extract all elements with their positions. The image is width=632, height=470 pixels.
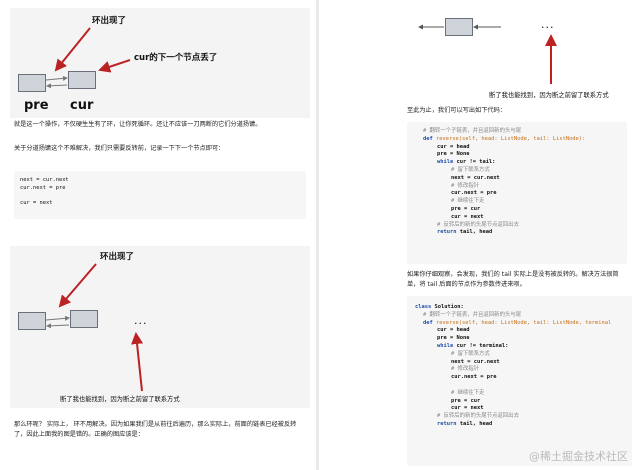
code-line: cur != terminal: [453, 342, 509, 349]
diagram2-arrows [45, 263, 144, 392]
paragraph-1: 就是这一个操作，不仅硬生生有了环，让你死循环。还让不应该一刀两断的它们分道扬镳。 [14, 121, 262, 128]
code-line: pre = None [437, 151, 470, 158]
code-line: cur != tail: [453, 159, 496, 166]
code-block-3: class Solution: # 翻转一个子链表，并且返回新的头与尾 def … [407, 296, 632, 466]
code-keyword: while [437, 159, 454, 166]
label-loop-appears: 环出现了 [92, 16, 127, 26]
code-comment: # 留下联系方式 [451, 166, 490, 173]
left-page: 环出现了 cur的下一个节点丢了 pre cur 就是这一个操作，不仅硬生生有了… [0, 0, 316, 470]
node-a [18, 312, 46, 330]
code-line: tail, head [456, 229, 493, 236]
code-line: next = cur.next [20, 177, 69, 183]
code-line: cur.next = pre [451, 190, 497, 197]
code-comment: # 翻转一个子链表，并且返回新的头与尾 [423, 128, 522, 134]
code-comment: # 修改指针 [451, 366, 480, 373]
code-block-2: # 翻转一个子链表，并且返回新的头与尾 def reverse(self, he… [407, 122, 627, 264]
code-line: pre = None [437, 335, 470, 342]
code-line: cur = next [451, 405, 484, 412]
code-comment: # 反转后的新的头尾节点返回出去 [437, 221, 519, 228]
code-block-1: next = cur.next cur.next = pre cur = nex… [14, 171, 306, 219]
ellipsis-nodes: ... [134, 314, 148, 327]
code-keyword: class [415, 304, 432, 310]
code-comment: # 修改指针 [451, 182, 480, 189]
label-next-lost: cur的下一个节点丢了 [134, 53, 218, 63]
node-reversed-b [445, 18, 473, 36]
paragraph-3: 那么环呢？ 实际上， 环不用解决。因为如果我们是从前往后遍历，那么实际上，前面的… [14, 421, 297, 438]
diagram1-arrows [45, 27, 131, 89]
code-comment: # 反转后的新的头尾节点返回出去 [437, 413, 519, 420]
code-comment: # 翻转一个子链表，并且返回新的头与尾 [423, 311, 522, 318]
code-class-name: Solution: [431, 304, 464, 310]
right-page: ... 断了我也能找到，因为断之前留了联系方式 至此为止，我们可以写出如下代码：… [319, 0, 632, 470]
code-line: tail, head [456, 420, 493, 427]
code-keyword: def [423, 319, 433, 326]
code-comment: # 继续往下走 [451, 389, 485, 396]
code-func-name: reverse [432, 135, 459, 142]
code-keyword: return [437, 229, 457, 236]
code-keyword: while [437, 342, 454, 349]
label-cur: cur [70, 98, 94, 113]
code-line: pre = cur [451, 397, 481, 404]
ellipsis-nodes-right: ... [541, 18, 555, 31]
code-line: next = cur.next [451, 174, 500, 181]
diagram-reversed-arrows [418, 24, 557, 84]
code-keyword: def [423, 135, 433, 142]
paragraph-right-2: 如果你仔细观察，会发现，我们的 tail 实际上是没有被反转的。解决方法很简单，… [407, 271, 619, 288]
code-params: (self, head: ListNode, tail: ListNode): [458, 135, 586, 142]
code-line: pre = cur [451, 205, 481, 212]
paragraph-right-1: 至此为止，我们可以写出如下代码： [407, 107, 506, 114]
code-block-3-lines: class Solution: # 翻转一个子链表，并且返回新的头与尾 def … [415, 304, 611, 429]
diagram-ring-appears-2: 环出现了 ... 断了我也能找到，因为断之前留了联系方式 [10, 246, 310, 408]
diagram-ring-appears: 环出现了 cur的下一个节点丢了 pre cur [10, 8, 310, 118]
label-loop-appears-2: 环出现了 [100, 252, 135, 262]
code-func-name: reverse [432, 319, 459, 326]
watermark: @稀土掘金技术社区 [529, 450, 628, 463]
code-line: cur = next [20, 200, 53, 207]
code-line: cur.next = pre [451, 374, 497, 381]
node-b [70, 310, 98, 328]
label-pre: pre [24, 98, 49, 113]
code-line: next = cur.next [451, 358, 500, 365]
code-block-2-lines: # 翻转一个子链表，并且返回新的头与尾 def reverse(self, he… [415, 128, 585, 237]
node-cur [68, 71, 96, 89]
code-comment: # 继续往下走 [451, 198, 485, 205]
code-keyword: return [437, 420, 457, 427]
code-comment: # 留下联系方式 [451, 350, 490, 357]
caption-contact: 断了我也能找到，因为断之前留了联系方式 [60, 396, 180, 403]
code-line: cur = head [437, 143, 470, 150]
code-line: cur = next [451, 213, 484, 220]
code-line: cur.next = pre [20, 184, 66, 191]
paragraph-2: 关于分道扬镳这个不难解决，我们只需要反转前，记录一下下一个节点即可： [14, 145, 225, 152]
caption-contact-right: 断了我也能找到，因为断之前留了联系方式 [489, 92, 609, 99]
code-block-1-lines: next = cur.next cur.next = pre cur = nex… [20, 177, 69, 208]
node-pre [18, 74, 46, 92]
code-params: (self, head: ListNode, tail: ListNode, t… [458, 319, 612, 326]
diagram-reversed: ... 断了我也能找到，因为断之前留了联系方式 [329, 4, 625, 104]
code-line: cur = head [437, 327, 470, 334]
